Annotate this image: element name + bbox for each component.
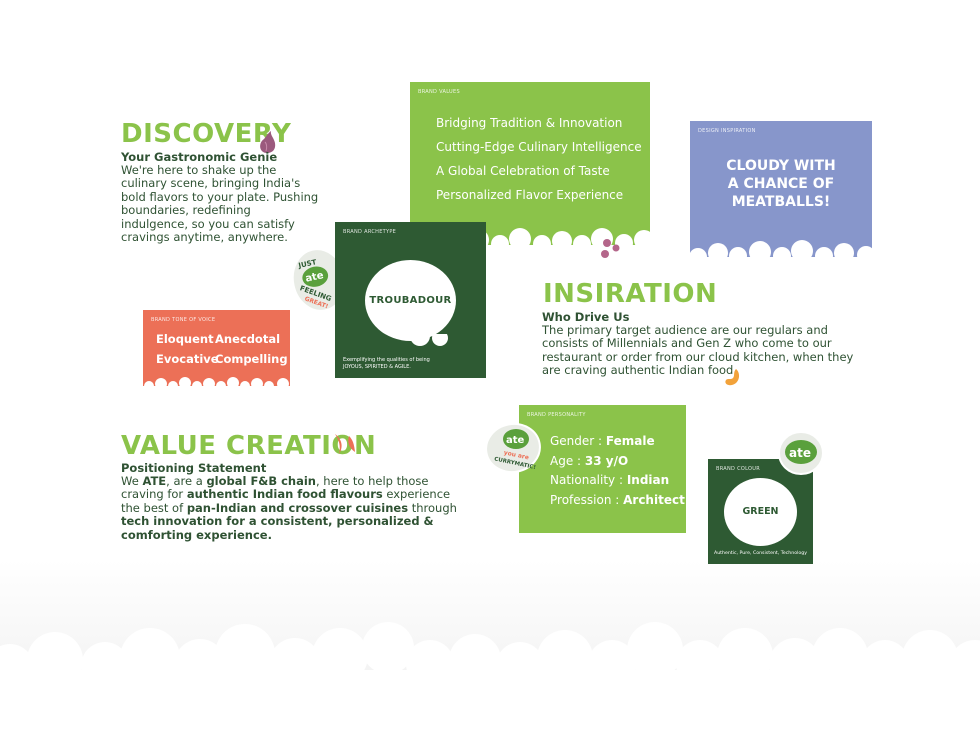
text-line: consists of Millennials and Gen Z who co… (542, 336, 832, 351)
discovery-paragraph: We're here to shake up the culinary scen… (121, 163, 319, 245)
brand-personality-card: BRAND PERSONALITY Gender : Female Age : … (519, 405, 686, 533)
value-creation-heading: VALUE CREATION (121, 431, 377, 461)
grape-dots-icon (601, 239, 620, 258)
personality-list: Gender : Female Age : 33 y/O Nationality… (550, 434, 685, 513)
ate-logo: ate (789, 446, 811, 460)
card-tag: BRAND TONE OF VOICE (151, 317, 216, 323)
card-tag: BRAND ARCHETYPE (343, 229, 397, 235)
list-item: Profession : Architect (550, 493, 685, 508)
text-line: comforting experience. (121, 527, 272, 542)
text-line: MEATBALLS! (731, 194, 831, 210)
design-inspiration-card: DESIGN INSPIRATION CLOUDY WITH A CHANCE … (690, 121, 872, 261)
text-line: boundaries, redefining (121, 203, 251, 218)
archetype-cloud-drip (410, 334, 448, 346)
card-tag: BRAND COLOUR (716, 466, 761, 472)
ate-sticker: ate (778, 431, 824, 475)
list-item: Age : 33 y/O (550, 453, 629, 468)
text-line: We ATE, are a global F&B chain, here to … (121, 474, 429, 488)
value-creation-subtitle: Positioning Statement (121, 461, 267, 475)
text-line: JOYOUS, SPIRITED & AGILE. (343, 363, 411, 370)
currymatic-sticker: ate you are CURRYMATIC! (485, 422, 541, 474)
archetype-name: TROUBADOUR (369, 295, 452, 306)
text-line: CLOUDY WITH (726, 158, 836, 174)
discovery-subtitle: Your Gastronomic Genie (121, 150, 278, 164)
card-cloud-border (143, 377, 290, 388)
brand-values-list: Bridging Tradition & Innovation Cutting-… (436, 116, 642, 212)
text-line: tech innovation for a consistent, person… (121, 514, 434, 529)
text-line: craving for authentic Indian food flavou… (121, 487, 451, 502)
text-line: culinary scene, bringing India's (121, 176, 301, 191)
inspiration-heading: INSIRATION (543, 279, 718, 309)
ate-logo: ate (304, 270, 324, 285)
text-line: indulgence, so you can satisfy (121, 216, 295, 231)
tone-word: Compelling (215, 352, 288, 366)
card-tag: DESIGN INSPIRATION (698, 128, 756, 134)
text-line: bold flavors to your plate. Pushing (121, 189, 319, 204)
brand-tone-card: BRAND TONE OF VOICE EloquentAnecdotal Ev… (143, 310, 290, 388)
design-inspiration-text: CLOUDY WITH A CHANCE OF MEATBALLS! (690, 157, 872, 211)
text-line: cravings anytime, anywhere. (121, 230, 288, 245)
feeling-great-sticker: JUST ate FEELING GREAT! (291, 248, 347, 312)
positioning-paragraph: We ATE, are a global F&B chain, here to … (121, 474, 457, 542)
text-line: the best of pan-Indian and crossover cui… (121, 500, 457, 515)
text-line: We're here to shake up the (121, 163, 277, 177)
colour-description: Authentic, Pure, Consistent, Technology (714, 551, 808, 556)
tone-word: Evocative (156, 352, 219, 366)
list-item: Nationality : Indian (550, 473, 670, 488)
inspiration-subtitle: Who Drive Us (542, 310, 630, 324)
text-line: The primary target audience are our regu… (542, 323, 828, 337)
tone-words: EloquentAnecdotal EvocativeCompelling (156, 332, 288, 372)
text-line: are craving authentic Indian food. (542, 363, 738, 378)
colour-name: GREEN (742, 506, 779, 517)
list-item: Gender : Female (550, 434, 655, 448)
brand-values-card: BRAND VALUES Bridging Tradition & Innova… (410, 82, 650, 249)
card-cloud-border (690, 240, 872, 261)
archetype-description: Exemplifying the qualities of being JOYO… (343, 357, 430, 370)
card-tag: BRAND VALUES (418, 89, 460, 95)
text-line: Exemplifying the qualities of being (343, 357, 430, 363)
cloud-border (0, 622, 980, 741)
colour-circle (724, 478, 797, 546)
inspiration-paragraph: The primary target audience are our regu… (542, 323, 854, 378)
list-item: Bridging Tradition & Innovation (436, 116, 623, 130)
brand-archetype-card: BRAND ARCHETYPE TROUBADOUR Exemplifying … (335, 222, 486, 378)
onion-icon (260, 131, 276, 153)
list-item: Cutting-Edge Culinary Intelligence (436, 140, 642, 154)
list-item: A Global Celebration of Taste (436, 164, 610, 178)
cashew-icon (725, 369, 740, 386)
archetype-circle (365, 260, 456, 341)
chilli-icon (335, 434, 355, 454)
text-line: A CHANCE OF (727, 176, 835, 192)
tone-word: Anecdotal (215, 332, 281, 346)
brand-colour-card: BRAND COLOUR GREEN Authentic, Pure, Cons… (708, 459, 813, 564)
text-line: restaurant or order from our cloud kitch… (542, 349, 854, 364)
ate-logo: ate (506, 435, 525, 446)
sticker-text: JUST (297, 258, 318, 270)
card-tag: BRAND PERSONALITY (527, 412, 586, 418)
list-item: Personalized Flavor Experience (436, 188, 624, 202)
tone-word: Eloquent (156, 332, 214, 346)
